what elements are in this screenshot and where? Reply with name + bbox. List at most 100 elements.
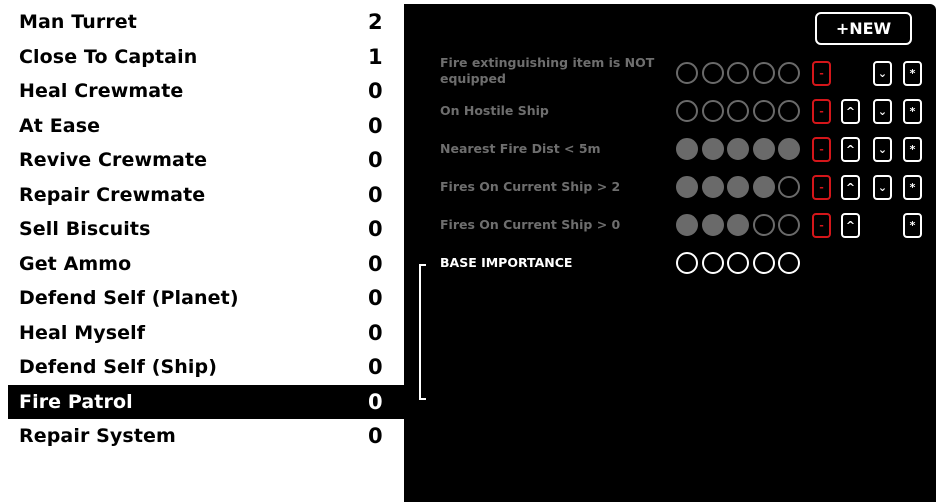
base-importance-row: BASE IMPORTANCE	[404, 251, 936, 281]
filled-level-dot	[701, 214, 724, 236]
empty-level-dot	[727, 62, 749, 84]
task-count: 0	[368, 389, 383, 414]
star-rule-button[interactable]: *	[903, 61, 922, 86]
task-count: 1	[368, 44, 383, 69]
importance-level-dots	[676, 176, 804, 200]
empty-level-dot	[752, 214, 775, 236]
task-rules-panel: +NEW Fire extinguishing item is NOT equi…	[404, 4, 936, 502]
task-count: 0	[368, 424, 383, 449]
move-down-button[interactable]: ⌄	[873, 99, 892, 124]
move-up-button[interactable]: ^	[841, 213, 860, 238]
task-name: Sell Biscuits	[19, 218, 151, 241]
move-down-button[interactable]: ⌄	[873, 61, 892, 86]
task-count: 0	[368, 79, 383, 104]
task-count: 0	[368, 113, 383, 138]
empty-level-dot	[701, 100, 724, 122]
rule-label: Nearest Fire Dist < 5m	[440, 141, 601, 156]
task-count: 0	[368, 286, 383, 311]
task-row-get-ammo[interactable]: Get Ammo 0	[0, 247, 404, 282]
rule-label: Fire extinguishing item is NOT equipped	[440, 55, 655, 86]
remove-rule-button[interactable]: -	[812, 61, 831, 86]
remove-rule-button[interactable]: -	[812, 175, 831, 200]
task-row-sell-biscuits[interactable]: Sell Biscuits 0	[0, 212, 404, 247]
empty-level-dot	[778, 214, 800, 236]
filled-level-dot	[752, 138, 775, 160]
filled-level-dot	[727, 176, 749, 198]
task-name: Heal Myself	[19, 321, 146, 344]
rule-row: On Hostile Ship -^ ⌄ *	[404, 99, 936, 129]
importance-level-dots	[676, 252, 804, 276]
empty-level-dot	[676, 62, 698, 84]
task-count: 0	[368, 320, 383, 345]
empty-level-dot	[752, 252, 775, 274]
filled-level-dot	[676, 138, 698, 160]
importance-level-dots	[676, 138, 804, 162]
move-up-button[interactable]: ^	[841, 137, 860, 162]
move-up-button[interactable]: ^	[841, 175, 860, 200]
filled-level-dot	[701, 138, 724, 160]
rule-label: Fires On Current Ship > 0	[440, 217, 621, 232]
task-list: Man Turret 2 Close To Captain 1 Heal Cre…	[0, 5, 404, 454]
rule-row: Fires On Current Ship > 0 -^ *	[404, 213, 936, 243]
task-name: Defend Self (Ship)	[19, 356, 218, 379]
empty-level-dot	[778, 100, 800, 122]
task-name: Defend Self (Planet)	[19, 287, 239, 310]
new-rule-button[interactable]: +NEW	[815, 12, 912, 45]
empty-level-dot	[778, 62, 800, 84]
empty-level-dot	[701, 252, 724, 274]
task-name: Heal Crewmate	[19, 80, 184, 103]
task-row-revive-crewmate[interactable]: Revive Crewmate 0	[0, 143, 404, 178]
remove-rule-button[interactable]: -	[812, 213, 831, 238]
filled-level-dot	[727, 214, 749, 236]
empty-level-dot	[727, 252, 749, 274]
task-row-close-to-captain[interactable]: Close To Captain 1	[0, 40, 404, 75]
task-count: 0	[368, 355, 383, 380]
task-row-defend-self-planet[interactable]: Defend Self (Planet) 0	[0, 281, 404, 316]
filled-level-dot	[778, 138, 800, 160]
filled-level-dot	[752, 176, 775, 198]
task-count: 0	[368, 182, 383, 207]
task-name: Repair System	[19, 425, 176, 448]
task-name: Close To Captain	[19, 45, 198, 68]
star-rule-button[interactable]: *	[903, 175, 922, 200]
importance-level-dots	[676, 62, 804, 86]
filled-level-dot	[701, 176, 724, 198]
rule-label: Fires On Current Ship > 2	[440, 179, 621, 194]
star-rule-button[interactable]: *	[903, 99, 922, 124]
task-row-fire-patrol[interactable]: Fire Patrol 0	[8, 384, 404, 419]
task-row-repair-system[interactable]: Repair System 0	[0, 419, 404, 454]
importance-level-dots	[676, 214, 804, 238]
empty-level-dot	[676, 252, 698, 274]
empty-level-dot	[701, 62, 724, 84]
task-row-repair-crewmate[interactable]: Repair Crewmate 0	[0, 178, 404, 213]
task-name: Repair Crewmate	[19, 183, 206, 206]
empty-level-dot	[778, 252, 800, 274]
task-row-heal-crewmate[interactable]: Heal Crewmate 0	[0, 74, 404, 109]
task-count: 0	[368, 251, 383, 276]
task-name: At Ease	[19, 114, 101, 137]
rule-row: Fire extinguishing item is NOT equipped -…	[404, 55, 936, 91]
empty-level-dot	[676, 100, 698, 122]
task-name: Man Turret	[19, 11, 137, 34]
filled-level-dot	[676, 214, 698, 236]
task-count: 2	[368, 10, 383, 35]
task-row-at-ease[interactable]: At Ease 0	[0, 109, 404, 144]
task-row-heal-myself[interactable]: Heal Myself 0	[0, 316, 404, 351]
remove-rule-button[interactable]: -	[812, 137, 831, 162]
base-importance-label: BASE IMPORTANCE	[440, 255, 573, 270]
move-down-button[interactable]: ⌄	[873, 175, 892, 200]
move-down-button[interactable]: ⌄	[873, 137, 892, 162]
rule-label: On Hostile Ship	[440, 103, 549, 118]
importance-level-dots	[676, 100, 804, 124]
task-count: 0	[368, 217, 383, 242]
task-name: Revive Crewmate	[19, 149, 208, 172]
star-rule-button[interactable]: *	[903, 137, 922, 162]
rule-row: Nearest Fire Dist < 5m -^ ⌄ *	[404, 137, 936, 167]
rule-row: Fires On Current Ship > 2 -^ ⌄ *	[404, 175, 936, 205]
task-row-man-turret[interactable]: Man Turret 2	[0, 5, 404, 40]
task-row-defend-self-ship[interactable]: Defend Self (Ship) 0	[0, 350, 404, 385]
move-up-button[interactable]: ^	[841, 99, 860, 124]
remove-rule-button[interactable]: -	[812, 99, 831, 124]
star-rule-button[interactable]: *	[903, 213, 922, 238]
task-name: Fire Patrol	[19, 390, 133, 413]
